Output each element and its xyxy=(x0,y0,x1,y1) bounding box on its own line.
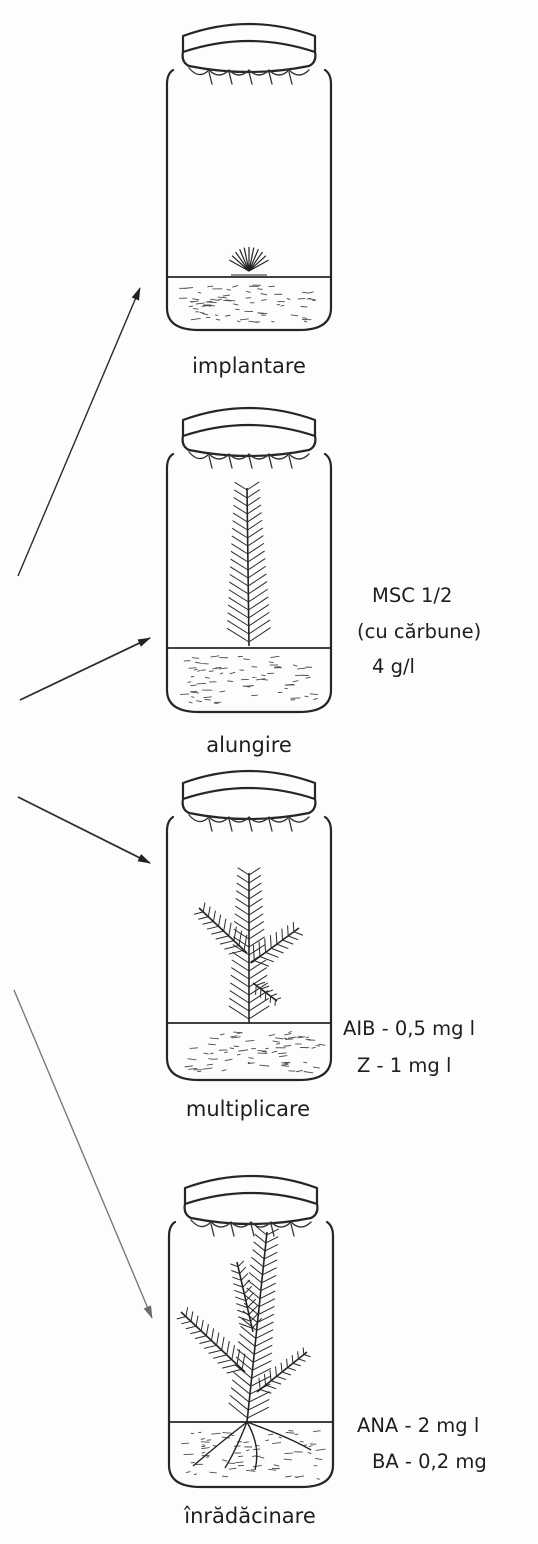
plantlet-alungire xyxy=(227,482,271,646)
arrow-to-inradacinare xyxy=(14,990,152,1318)
jar-lid-inradacinare xyxy=(185,1176,317,1204)
medium-texture-implantare xyxy=(179,285,316,322)
medium-inradacinare-line-1: ANA - 2 mg l xyxy=(357,1414,479,1437)
jar-lid-alungire xyxy=(183,408,315,436)
plantlet-inradacinare xyxy=(177,1227,311,1470)
medium-alungire-line-1: MSC 1/2 xyxy=(372,584,452,607)
jar-implantare xyxy=(167,24,331,330)
jar-lid-multiplicare xyxy=(183,771,315,799)
stage-label-alungire: alungire xyxy=(206,733,292,757)
plantlet-multiplicare xyxy=(194,868,303,1023)
jar-lid-implantare xyxy=(183,24,315,52)
arrow-to-alungire xyxy=(20,638,150,700)
arrow-to-multiplicare xyxy=(18,797,150,863)
plantlet-implantare xyxy=(229,247,268,275)
jar-alungire xyxy=(167,408,331,712)
medium-multiplicare-line-1: AIB - 0,5 mg l xyxy=(343,1017,475,1040)
stage-label-inradacinare: înrădăcinare xyxy=(183,1504,316,1528)
jar-body-implantare xyxy=(167,70,331,330)
stage-label-implantare: implantare xyxy=(192,354,306,378)
jar-inradacinare xyxy=(169,1176,333,1487)
medium-multiplicare-line-2: Z - 1 mg l xyxy=(357,1054,451,1077)
medium-alungire-line-3: 4 g/l xyxy=(372,655,415,678)
medium-texture-alungire xyxy=(180,656,318,704)
medium-texture-multiplicare xyxy=(185,1031,326,1073)
medium-inradacinare-line-2: BA - 0,2 mg xyxy=(372,1450,487,1473)
stage-label-multiplicare: multiplicare xyxy=(186,1097,310,1121)
medium-alungire-line-2: (cu cărbune) xyxy=(357,620,481,643)
arrow-to-implantare xyxy=(18,288,140,576)
